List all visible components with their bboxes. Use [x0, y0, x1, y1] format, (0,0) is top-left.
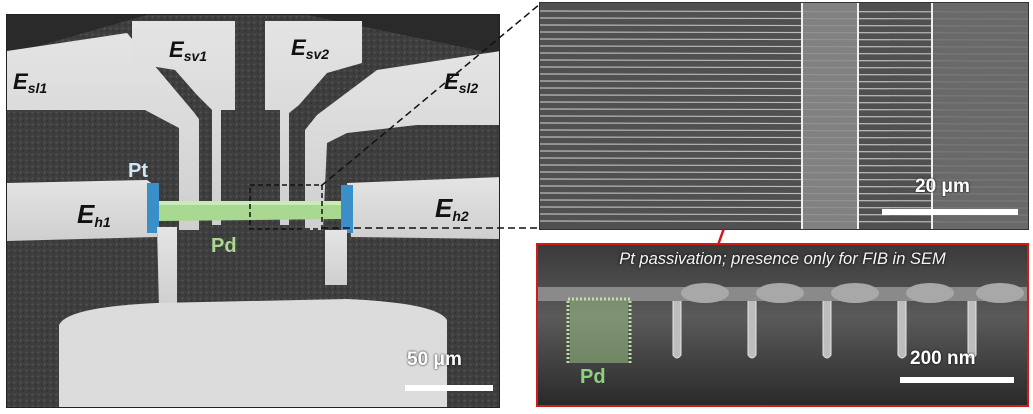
sem-overview-image: Esv1 Esv2 Esl1 Esl2 Eh1 Eh2 Pt Pd 50 μm: [6, 14, 500, 408]
bottom-pad: [59, 299, 447, 407]
pd-fill: [570, 301, 628, 363]
scale-bar-20um: [882, 209, 1018, 215]
pt-contact-right: [341, 185, 353, 233]
label-pt: Pt: [128, 160, 148, 182]
sem-zoom-image: 20 μm: [539, 2, 1029, 230]
pd-nanowire: [159, 201, 341, 221]
lead-lower-left: [157, 227, 177, 307]
label-esl2: Esl2: [444, 69, 479, 96]
channel-wall: [672, 301, 682, 359]
passivation-bump: [681, 283, 729, 303]
label-esv1: Esv1: [169, 37, 208, 64]
label-eh1: Eh1: [77, 199, 111, 230]
passivation-caption: Pt passivation; presence only for FIB in…: [619, 250, 946, 268]
passivation-bump: [756, 283, 804, 303]
channel-wall: [897, 301, 907, 359]
label-eh2: Eh2: [435, 193, 469, 224]
contact-band-1: [802, 3, 858, 229]
electrode-esl1: [7, 33, 199, 230]
lead-lower-right: [325, 230, 347, 285]
electrode-esv1: [132, 21, 235, 225]
scale-label-200nm: 200 nm: [910, 348, 976, 369]
contact-band-2: [932, 3, 1028, 229]
scale-bar-50um: [405, 385, 493, 391]
cross-section-drawing: [538, 245, 1027, 405]
label-pd: Pd: [211, 235, 237, 257]
channel-wall: [967, 301, 977, 359]
passivation-bump: [976, 283, 1024, 303]
passivation-bump: [906, 283, 954, 303]
scale-bar-200nm: [900, 377, 1014, 383]
passivation-bump: [831, 283, 879, 303]
scale-label-20um: 20 μm: [915, 176, 970, 197]
label-esl1: Esl1: [13, 69, 48, 96]
nanowire-array-drawing: [540, 3, 1028, 229]
electrode-eh1: [7, 180, 157, 241]
pd-highlight: [159, 201, 341, 205]
label-pd-cross: Pd: [580, 366, 606, 388]
scale-label-50um: 50 μm: [407, 349, 462, 370]
zoom-region-box: [249, 184, 323, 230]
pt-contact-left: [147, 183, 159, 233]
label-esv2: Esv2: [291, 35, 330, 62]
channel-wall: [747, 301, 757, 359]
sem-cross-section-image: Pt passivation; presence only for FIB in…: [536, 243, 1029, 407]
electrode-esv2: [265, 21, 362, 225]
channel-wall: [822, 301, 832, 359]
substrate-shadow: [7, 15, 147, 55]
pd-outline: [566, 297, 632, 363]
electrode-eh2: [347, 177, 499, 239]
